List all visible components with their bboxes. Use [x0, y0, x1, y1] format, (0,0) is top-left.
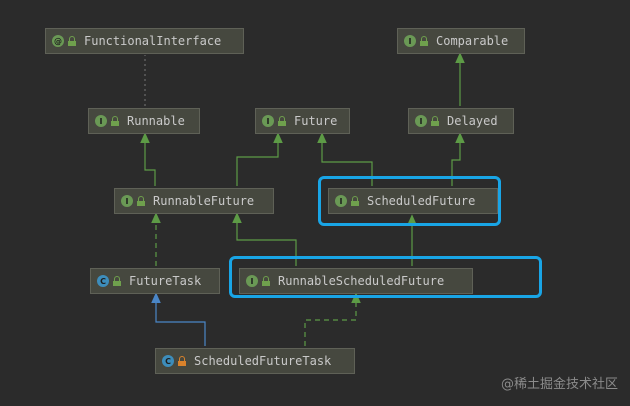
node-label: RunnableFuture: [153, 194, 255, 208]
interface-icon: I: [404, 35, 416, 47]
node-label: FutureTask: [129, 274, 202, 288]
interface-icon: I: [95, 115, 107, 127]
lock-icon: [68, 36, 76, 46]
edge-scheduledfuture-delayed: [451, 132, 465, 186]
watermark: @稀土掘金技术社区: [500, 377, 618, 392]
node-future[interactable]: I Future: [255, 108, 350, 134]
node-label: FunctionalInterface: [84, 34, 222, 48]
node-label: RunnableScheduledFuture: [278, 274, 445, 288]
node-label: Comparable: [436, 34, 509, 48]
edge-rsf-runnablefuture: [232, 212, 297, 266]
node-comparable[interactable]: I Comparable: [397, 28, 525, 54]
class-icon: C: [97, 275, 109, 287]
node-delayed[interactable]: I Delayed: [408, 108, 514, 134]
node-future-task[interactable]: C FutureTask: [90, 268, 220, 294]
node-runnable-future[interactable]: I RunnableFuture: [114, 188, 274, 214]
node-runnable[interactable]: I Runnable: [88, 108, 200, 134]
lock-icon: [278, 116, 286, 126]
lock-icon: [431, 116, 439, 126]
lock-icon: [351, 196, 359, 206]
edge-scheduledfuture-future: [317, 132, 373, 186]
lock-icon: [111, 116, 119, 126]
interface-icon: I: [262, 115, 274, 127]
node-runnable-scheduled-future[interactable]: I RunnableScheduledFuture: [239, 268, 473, 294]
node-scheduled-future[interactable]: I ScheduledFuture: [328, 188, 498, 214]
highlight-scheduled-future: [318, 176, 501, 226]
node-label: Delayed: [447, 114, 498, 128]
node-label: Runnable: [127, 114, 185, 128]
edge-sft-futuretask: [151, 292, 206, 346]
interface-icon: I: [121, 195, 133, 207]
lock-icon: [262, 276, 270, 286]
node-label: ScheduledFutureTask: [194, 354, 332, 368]
interface-icon: I: [415, 115, 427, 127]
lock-icon: [178, 356, 186, 366]
interface-icon: I: [246, 275, 258, 287]
class-icon: C: [162, 355, 174, 367]
annotation-icon: @: [52, 35, 64, 47]
lock-icon: [420, 36, 428, 46]
interface-icon: I: [335, 195, 347, 207]
edge-runnablefuture-future: [236, 132, 283, 186]
node-scheduled-future-task[interactable]: C ScheduledFutureTask: [155, 348, 355, 374]
edge-sft-rsf: [304, 292, 361, 346]
highlight-runnable-scheduled-future: [229, 256, 542, 298]
node-label: Future: [294, 114, 338, 128]
lock-icon: [137, 196, 145, 206]
node-functional-interface[interactable]: @ FunctionalInterface: [45, 28, 244, 54]
lock-icon: [113, 276, 121, 286]
node-label: ScheduledFuture: [367, 194, 476, 208]
edge-runnablefuture-runnable: [140, 132, 156, 186]
